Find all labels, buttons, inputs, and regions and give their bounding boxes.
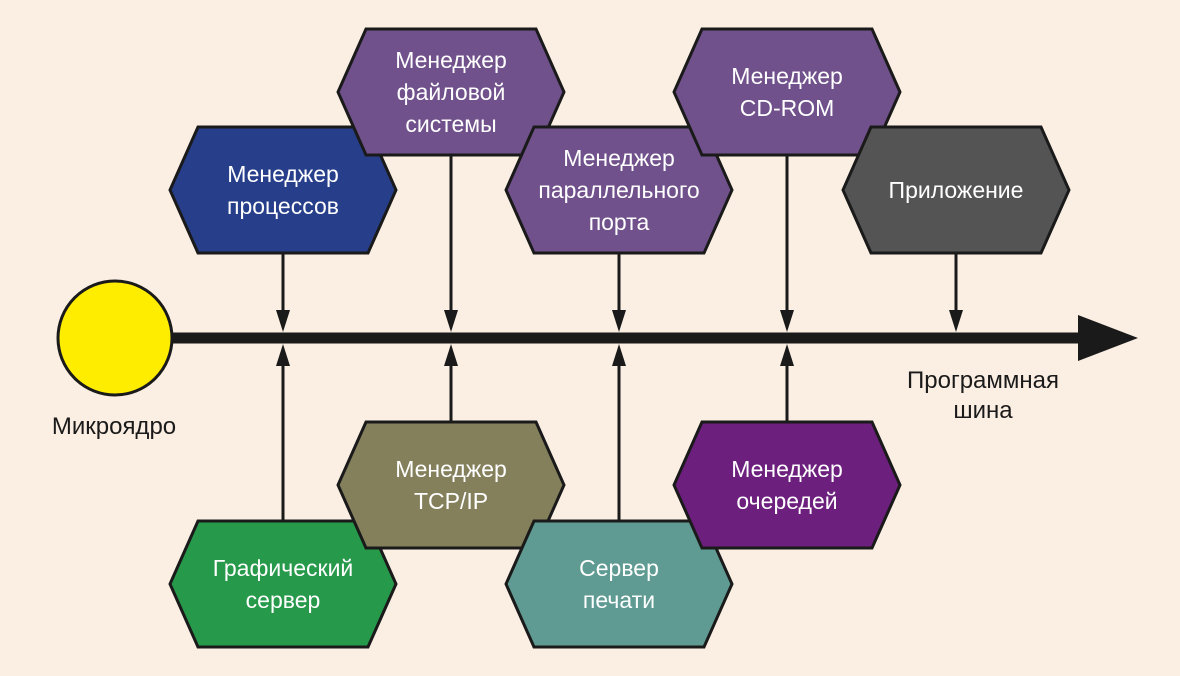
bus-label-line-1: Программная: [907, 367, 1059, 394]
top-module-2-label-line-1: Менеджер: [395, 47, 507, 73]
microkernel: Микроядро: [52, 279, 176, 440]
bottom-module-2-arrowhead: [444, 344, 458, 366]
top-module-4-arrowhead: [780, 310, 794, 332]
top-module-1-arrowhead: [276, 310, 290, 332]
software-bus: [170, 315, 1138, 361]
top-module-5-label-line-1: Приложение: [889, 177, 1024, 203]
top-module-3-label-line-1: Менеджер: [563, 145, 675, 171]
top-module-2-arrowhead: [444, 310, 458, 332]
bottom-module-4-label-line-1: Менеджер: [731, 456, 843, 482]
module-layer: МенеджерпроцессовМенеджерфайловойсистемы…: [168, 27, 1071, 649]
bus-arrowhead: [1078, 315, 1138, 361]
bus-label-line-2: шина: [953, 397, 1013, 424]
bottom-module-1-label-line-2: сервер: [246, 587, 321, 613]
bottom-module-4: Менеджер очередей: [672, 420, 902, 550]
bottom-module-2-label-line-2: TCP/IP: [414, 488, 488, 514]
bottom-module-3-arrowhead: [612, 344, 626, 366]
bottom-module-1: Графический сервер: [168, 519, 398, 649]
top-module-4-label-line-1: Менеджер: [731, 63, 843, 89]
microkernel-circle: [56, 279, 174, 397]
top-module-5-hexagon: [841, 125, 1071, 255]
top-module-1-label-line-1: Менеджер: [227, 161, 339, 187]
top-module-2-label-line-2: файловой: [397, 79, 506, 105]
microkernel-label: Микроядро: [52, 413, 176, 440]
bottom-module-3-label-line-2: печати: [583, 587, 655, 613]
top-module-1-label-line-2: процессов: [227, 193, 339, 219]
top-module-5: Приложение: [841, 125, 1071, 255]
bottom-module-1-arrowhead: [276, 344, 290, 366]
top-module-3-label-line-3: порта: [589, 209, 650, 235]
bottom-module-4-hexagon: [672, 420, 902, 550]
bus-label: Программная шина: [907, 367, 1059, 424]
top-module-3-arrowhead: [612, 310, 626, 332]
bottom-module-2-label-line-1: Менеджер: [395, 456, 507, 482]
bottom-module-4-label-line-2: очередей: [736, 488, 837, 514]
top-module-2: Менеджер файловой системы: [336, 27, 566, 157]
bottom-module-4-arrowhead: [780, 344, 794, 366]
top-module-3-label-line-2: параллельного: [538, 177, 699, 203]
connector-layer: [276, 155, 963, 521]
top-module-5-arrowhead: [949, 310, 963, 332]
bottom-module-3: Сервер печати: [504, 519, 734, 649]
top-module-4-label-line-2: CD-ROM: [740, 95, 835, 121]
top-module-1: Менеджер процессов: [168, 125, 398, 255]
bottom-module-3-label-line-1: Сервер: [579, 555, 659, 581]
top-module-2-label-line-3: системы: [405, 111, 496, 137]
bottom-module-1-label-line-1: Графический: [213, 555, 354, 581]
top-module-3: Менеджер параллельного порта: [504, 125, 734, 255]
